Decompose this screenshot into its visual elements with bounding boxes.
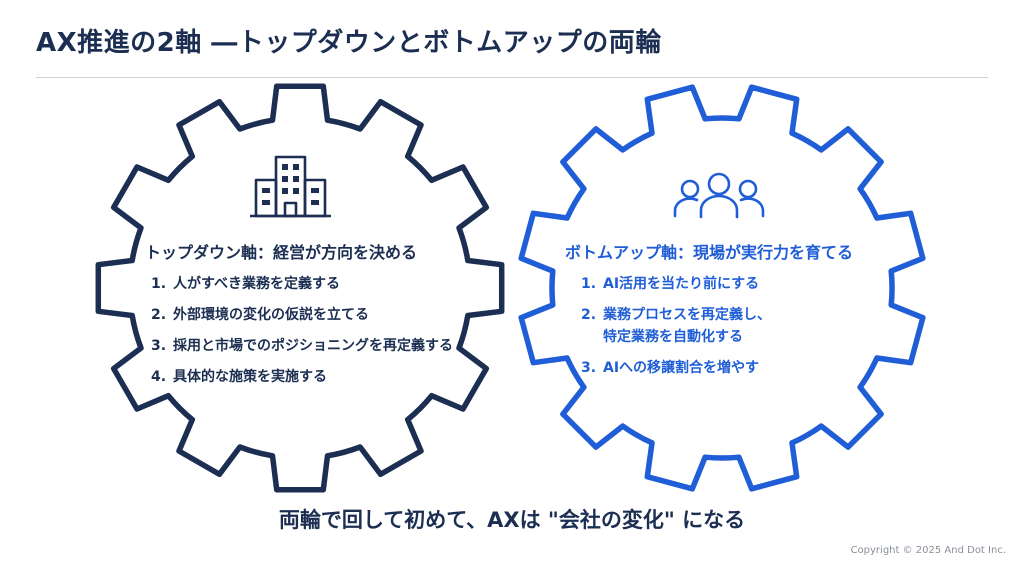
item-number: 1.	[581, 276, 597, 292]
item-text: AIへの移譲割合を増やす	[603, 360, 760, 376]
topdown-heading: トップダウン軸：経営が方向を決める	[145, 243, 418, 262]
copyright: Copyright © 2025 And Dot Inc.	[850, 545, 1006, 556]
item-text: 業務プロセスを再定義し、 特定業務を自動化する	[603, 307, 771, 345]
people-group-icon	[673, 172, 765, 219]
list-item: 2. 外部環境の変化の仮説を立てる	[151, 304, 475, 326]
item-number: 1.	[151, 276, 167, 292]
list-item: 2. 業務プロセスを再定義し、 特定業務を自動化する	[581, 304, 891, 348]
list-item: 4. 具体的な施策を実施する	[151, 366, 475, 388]
item-text: 外部環境の変化の仮説を立てる	[173, 307, 369, 323]
item-number: 2.	[151, 307, 167, 323]
list-item: 3. AIへの移譲割合を増やす	[581, 357, 891, 379]
building-icon	[250, 155, 331, 218]
item-number: 2.	[581, 307, 597, 323]
bottomup-panel: ボトムアップ軸：現場が実行力を育てる 1. AI活用を当たり前にする 2. 業務プロ…	[561, 239, 891, 388]
title-divider	[36, 77, 988, 78]
page-title: AX推進の2軸 ―トップダウンとボトムアップの両輪	[36, 28, 662, 58]
item-text: 採用と市場でのポジショニングを再定義する	[173, 338, 453, 354]
list-item: 1. AI活用を当たり前にする	[581, 273, 891, 295]
tagline: 両輪で回して初めて、AXは "会社の変化" になる	[278, 508, 746, 532]
topdown-list: 1. 人がすべき業務を定義する 2. 外部環境の変化の仮説を立てる 3. 採用と市場で…	[145, 273, 475, 388]
right-gear-outline	[518, 84, 926, 492]
item-number: 4.	[151, 369, 167, 385]
bottomup-heading: ボトムアップ軸：現場が実行力を育てる	[565, 243, 854, 262]
list-item: 3. 採用と市場でのポジショニングを再定義する	[151, 335, 475, 357]
topdown-panel: トップダウン軸：経営が方向を決める 1. 人がすべき業務を定義する 2. 外部環境の…	[145, 239, 475, 397]
item-text: 具体的な施策を実施する	[173, 369, 327, 385]
item-text: AI活用を当たり前にする	[603, 276, 760, 292]
list-item: 1. 人がすべき業務を定義する	[151, 273, 475, 295]
bottomup-list: 1. AI活用を当たり前にする 2. 業務プロセスを再定義し、 特定業務を自動化する…	[561, 273, 891, 379]
item-text: 人がすべき業務を定義する	[173, 276, 341, 292]
left-gear-outline	[95, 83, 505, 493]
item-number: 3.	[581, 360, 597, 376]
item-number: 3.	[151, 338, 167, 354]
